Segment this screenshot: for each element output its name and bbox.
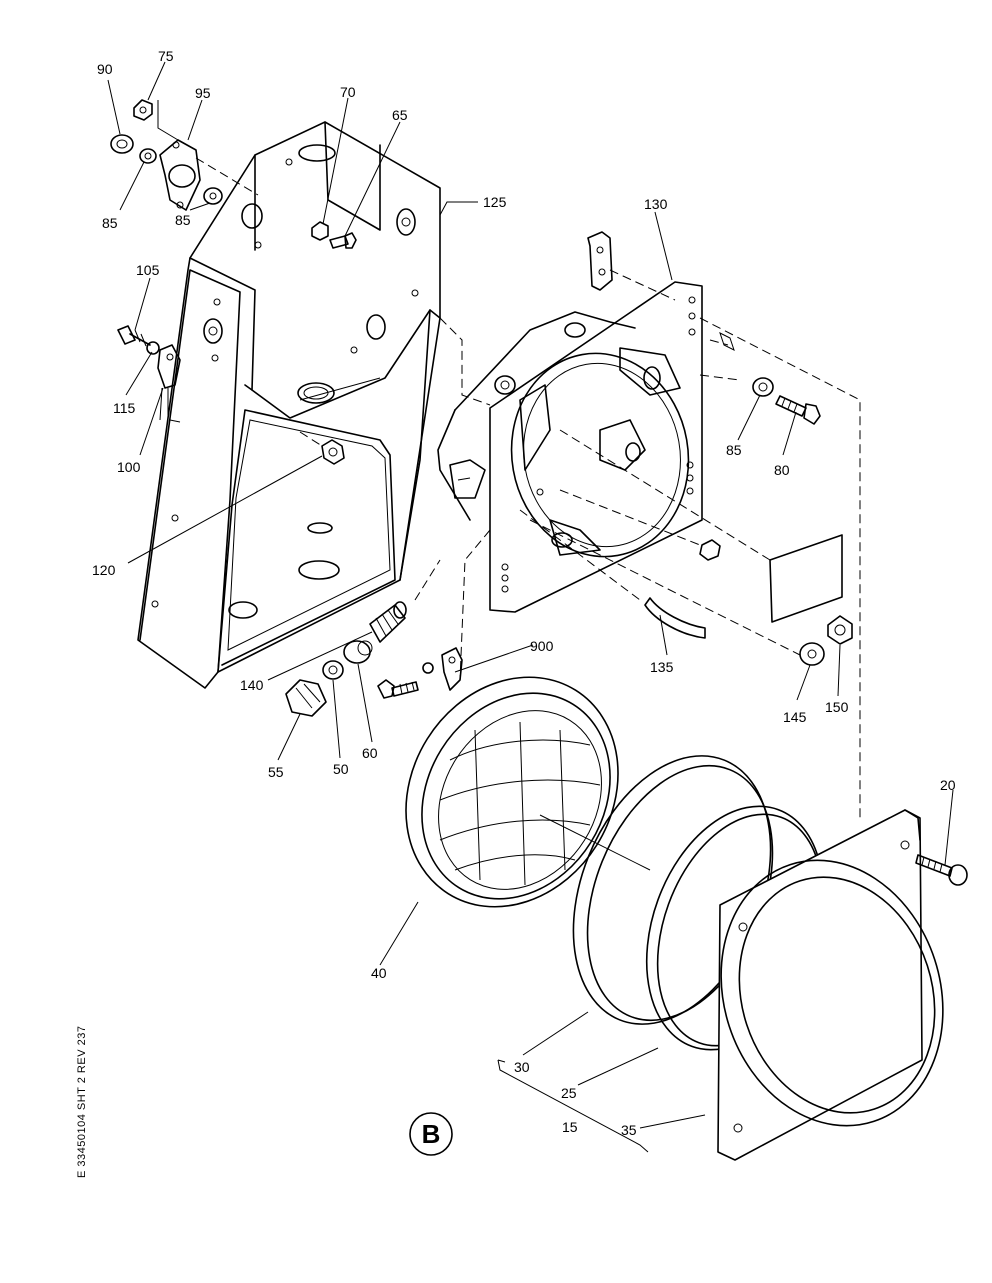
socket-140 [369, 601, 407, 643]
washer-85-c [752, 377, 774, 397]
callout-130: 130 [644, 196, 668, 212]
gasket-135 [644, 597, 706, 639]
screw-105 [117, 325, 151, 347]
callout-150: 150 [825, 699, 849, 715]
callout-140: 140 [240, 677, 264, 693]
callout-85-b: 85 [175, 212, 191, 228]
door-bezel-35 [717, 809, 944, 1161]
callout-100: 100 [117, 459, 141, 475]
callout-125: 125 [483, 194, 507, 210]
callout-85-a: 85 [102, 215, 118, 231]
callout-60: 60 [362, 745, 378, 761]
callout-900: 900 [530, 638, 554, 654]
screw-900 [377, 647, 463, 699]
callout-135: 135 [650, 659, 674, 675]
washer-85-a [139, 148, 157, 164]
screw-20 [915, 854, 968, 886]
mounting-housing-130 [437, 281, 721, 613]
washer-85-b [203, 187, 223, 205]
washer-145 [799, 642, 825, 666]
drawing-reference: E 33450104 SHT 2 REV 237 [76, 1026, 88, 1178]
callout-95: 95 [195, 85, 211, 101]
callout-75: 75 [158, 48, 174, 64]
callout-40: 40 [371, 965, 387, 981]
callout-50: 50 [333, 761, 349, 777]
view-letter: B [422, 1119, 441, 1149]
assembly-lines [414, 269, 861, 820]
callout-25: 25 [561, 1085, 577, 1101]
grommet-60 [343, 640, 373, 664]
bolt-80 [775, 395, 821, 425]
sealed-beam-lamp-40 [405, 676, 651, 908]
nut-55 [285, 679, 327, 717]
callout-30: 30 [514, 1059, 530, 1075]
nut-150 [827, 615, 853, 645]
callout-70: 70 [340, 84, 356, 100]
lampholder-100 [157, 344, 181, 423]
washer-50 [322, 660, 344, 680]
callout-85-c: 85 [726, 442, 742, 458]
callout-115: 115 [113, 400, 136, 416]
callout-labels: 90 75 95 70 65 125 130 85 85 105 115 100… [92, 48, 956, 1138]
callout-65: 65 [392, 107, 408, 123]
small-bracket [587, 231, 613, 291]
callout-55: 55 [268, 764, 284, 780]
callout-105: 105 [136, 262, 160, 278]
callout-90: 90 [97, 61, 113, 77]
nut-70 [311, 221, 329, 241]
callout-20: 20 [940, 777, 956, 793]
switch-95 [157, 100, 259, 211]
washer-90 [110, 134, 134, 154]
callout-80: 80 [774, 462, 790, 478]
bolt-65 [329, 232, 357, 249]
label-plate [769, 534, 843, 623]
callout-35: 35 [621, 1122, 637, 1138]
view-letter-marker: B [409, 1112, 453, 1156]
callout-120: 120 [92, 562, 116, 578]
nut-120 [299, 431, 345, 465]
leader-lines [107, 61, 954, 1153]
housing-bracket-125 [137, 121, 441, 689]
callout-15: 15 [562, 1119, 578, 1135]
nut-75 [133, 99, 153, 121]
callout-145: 145 [783, 709, 807, 725]
washer-115 [146, 341, 160, 355]
